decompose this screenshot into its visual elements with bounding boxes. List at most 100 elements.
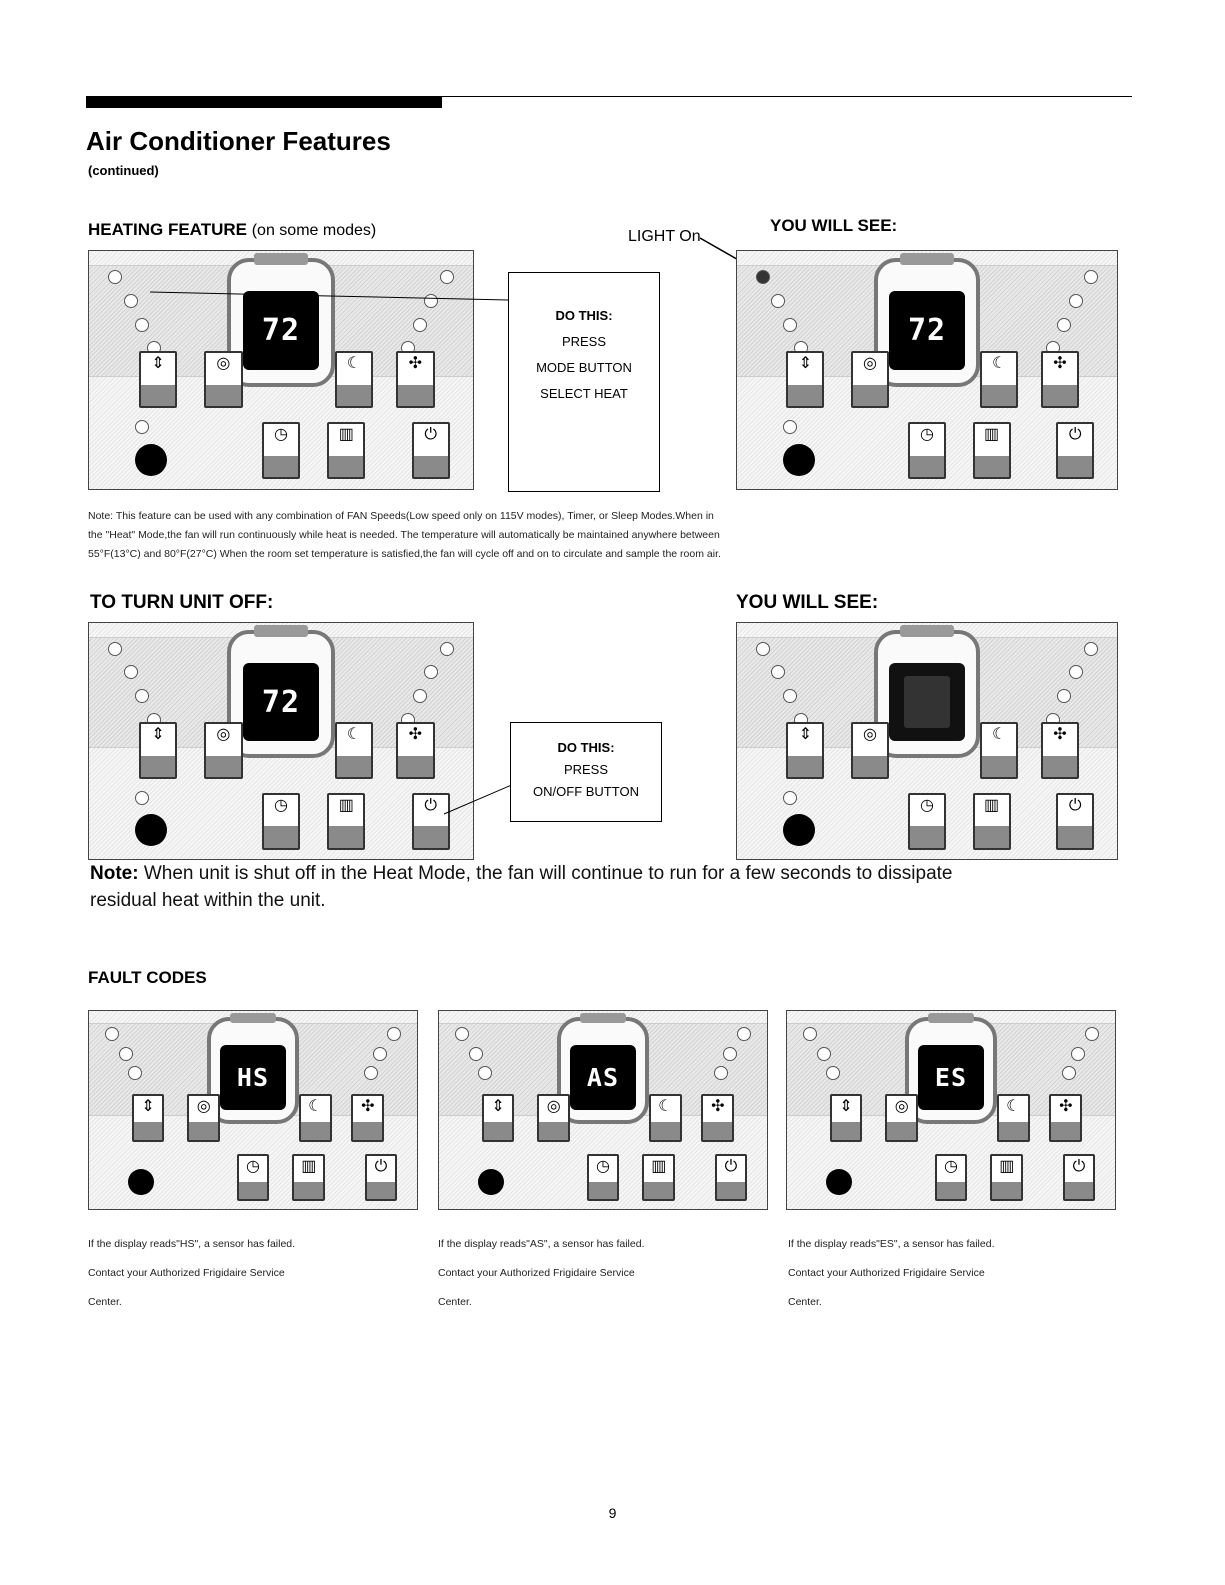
fault-hs-text: If the display reads"HS", a sensor has f… — [88, 1230, 428, 1317]
check-filter-icon[interactable]: ▥ — [327, 422, 366, 480]
check-filter-icon[interactable]: ▥ — [327, 792, 366, 850]
fan-icon[interactable]: ✣ — [1041, 350, 1079, 409]
fan-icon[interactable]: ✣ — [351, 1094, 385, 1142]
heating-heading-suffix: (on some modes) — [251, 222, 377, 239]
energy-saver-icon[interactable]: ◎ — [851, 722, 889, 779]
power-icon[interactable]: ⏻ — [1056, 422, 1095, 480]
heating-note-line: 55°F(13°C) and 80°F(27°C) When the room … — [88, 548, 721, 560]
control-panel-heating-after: 72 ⇕ ◎ ☾ ✣ ◷ ▥ ⏻ — [736, 250, 1118, 490]
page-subtitle: (continued) — [88, 163, 159, 178]
fault-text-line: Contact your Authorized Frigidaire Servi… — [88, 1267, 285, 1279]
mode-arrows-icon[interactable]: ⇕ — [131, 1094, 165, 1142]
check-filter-icon[interactable]: ▥ — [972, 422, 1011, 480]
mode-button-leader — [150, 291, 509, 301]
fan-icon[interactable]: ✣ — [396, 350, 435, 409]
check-filter-icon[interactable]: ▥ — [990, 1153, 1024, 1202]
sleep-moon-icon[interactable]: ☾ — [980, 722, 1019, 779]
sleep-moon-icon[interactable]: ☾ — [996, 1094, 1030, 1142]
heating-heading: HEATING FEATURE (on some modes) — [88, 220, 376, 240]
control-panel-off-before: 72 ⇕ ◎ ☾ ✣ ◷ ▥ ⏻ — [88, 622, 474, 860]
energy-saver-icon[interactable]: ◎ — [885, 1094, 919, 1142]
mode-arrows-icon[interactable]: ⇕ — [829, 1094, 863, 1142]
heating-note-line: the "Heat" Mode,the fan will run continu… — [88, 529, 720, 541]
energy-saver-icon[interactable]: ◎ — [204, 722, 243, 779]
panel-display: HS — [220, 1044, 286, 1110]
turn-off-callout-title: DO THIS: — [557, 740, 615, 755]
power-icon[interactable]: ⏻ — [364, 1153, 398, 1202]
panel-display: AS — [570, 1044, 636, 1110]
timer-clock-icon[interactable]: ◷ — [261, 792, 301, 850]
turn-off-callout: DO THIS: PRESS ON/OFF BUTTON — [510, 722, 662, 822]
turn-off-note: Note: When unit is shut off in the Heat … — [90, 860, 1130, 914]
remote-sensor-dot — [782, 814, 815, 847]
heating-callout-action: PRESS — [561, 334, 607, 349]
timer-clock-icon[interactable]: ◷ — [586, 1153, 620, 1202]
power-icon[interactable]: ⏻ — [411, 792, 450, 850]
timer-clock-icon[interactable]: ◷ — [934, 1153, 968, 1202]
turn-off-note-label: Note: — [90, 863, 139, 884]
remote-sensor-dot — [128, 1169, 155, 1196]
heating-you-will-see: YOU WILL SEE: — [770, 216, 898, 235]
header-bar — [86, 96, 442, 108]
fault-codes-heading: FAULT CODES — [88, 968, 207, 987]
panel-display-off — [889, 663, 965, 741]
fault-text-line: If the display reads"ES", a sensor has f… — [788, 1238, 995, 1250]
panel-display: 72 — [242, 663, 320, 741]
check-filter-icon[interactable]: ▥ — [292, 1153, 326, 1202]
heating-callout-target: MODE BUTTON — [536, 360, 632, 375]
timer-clock-icon[interactable]: ◷ — [261, 422, 301, 480]
page-title: Air Conditioner Features — [86, 126, 391, 156]
sleep-moon-icon[interactable]: ☾ — [298, 1094, 332, 1142]
mode-arrows-icon[interactable]: ⇕ — [786, 722, 825, 779]
fan-icon[interactable]: ✣ — [1049, 1094, 1083, 1142]
turn-off-note-line: residual heat within the unit. — [90, 890, 326, 911]
heating-note-line: Note: This feature can be used with any … — [88, 510, 714, 522]
check-filter-icon[interactable]: ▥ — [972, 792, 1011, 850]
sleep-moon-icon[interactable]: ☾ — [980, 350, 1019, 409]
power-icon[interactable]: ⏻ — [714, 1153, 748, 1202]
fan-icon[interactable]: ✣ — [701, 1094, 735, 1142]
control-panel-off-after: ⇕ ◎ ☾ ✣ ◷ ▥ ⏻ — [736, 622, 1118, 860]
fan-icon[interactable]: ✣ — [1041, 722, 1079, 779]
sleep-moon-icon[interactable]: ☾ — [648, 1094, 682, 1142]
heating-note: Note: This feature can be used with any … — [88, 507, 1128, 564]
check-filter-icon[interactable]: ▥ — [642, 1153, 676, 1202]
fault-text-line: Center. — [788, 1296, 822, 1308]
fan-icon[interactable]: ✣ — [396, 722, 435, 779]
header-rule — [86, 96, 1132, 97]
mode-arrows-icon[interactable]: ⇕ — [138, 350, 178, 409]
mode-arrows-icon[interactable]: ⇕ — [786, 350, 825, 409]
power-icon[interactable]: ⏻ — [411, 422, 450, 480]
mode-arrows-icon[interactable]: ⇕ — [138, 722, 178, 779]
fault-text-line: Center. — [438, 1296, 472, 1308]
heating-callout: DO THIS: PRESS MODE BUTTON SELECT HEAT — [508, 272, 660, 492]
timer-clock-icon[interactable]: ◷ — [908, 422, 946, 480]
page-number: 9 — [608, 1505, 617, 1521]
remote-sensor-dot — [826, 1169, 853, 1196]
panel-display: 72 — [889, 291, 965, 370]
energy-saver-icon[interactable]: ◎ — [187, 1094, 221, 1142]
energy-saver-icon[interactable]: ◎ — [851, 350, 889, 409]
remote-sensor-dot — [135, 814, 168, 847]
light-on-label: LIGHT On — [628, 228, 701, 245]
turn-off-you-will-see: YOU WILL SEE: — [736, 592, 879, 613]
sleep-moon-icon[interactable]: ☾ — [334, 350, 374, 409]
sleep-moon-icon[interactable]: ☾ — [334, 722, 374, 779]
fault-text-line: If the display reads"HS", a sensor has f… — [88, 1238, 296, 1250]
remote-sensor-dot — [478, 1169, 505, 1196]
energy-saver-icon[interactable]: ◎ — [204, 350, 243, 409]
panel-display: ES — [918, 1044, 984, 1110]
power-icon[interactable]: ⏻ — [1056, 792, 1095, 850]
panel-display: 72 — [242, 291, 320, 370]
fault-es-text: If the display reads"ES", a sensor has f… — [788, 1230, 1128, 1317]
control-panel-heating-before: 72 ⇕ ◎ ☾ ✣ ◷ ▥ ⏻ — [88, 250, 474, 490]
fault-text-line: Contact your Authorized Frigidaire Servi… — [438, 1267, 635, 1279]
timer-clock-icon[interactable]: ◷ — [236, 1153, 270, 1202]
remote-sensor-dot — [135, 443, 168, 476]
mode-arrows-icon[interactable]: ⇕ — [481, 1094, 515, 1142]
fault-text-line: Center. — [88, 1296, 122, 1308]
power-icon[interactable]: ⏻ — [1062, 1153, 1096, 1202]
turn-off-callout-target: ON/OFF BUTTON — [533, 784, 639, 799]
timer-clock-icon[interactable]: ◷ — [908, 792, 946, 850]
energy-saver-icon[interactable]: ◎ — [537, 1094, 571, 1142]
